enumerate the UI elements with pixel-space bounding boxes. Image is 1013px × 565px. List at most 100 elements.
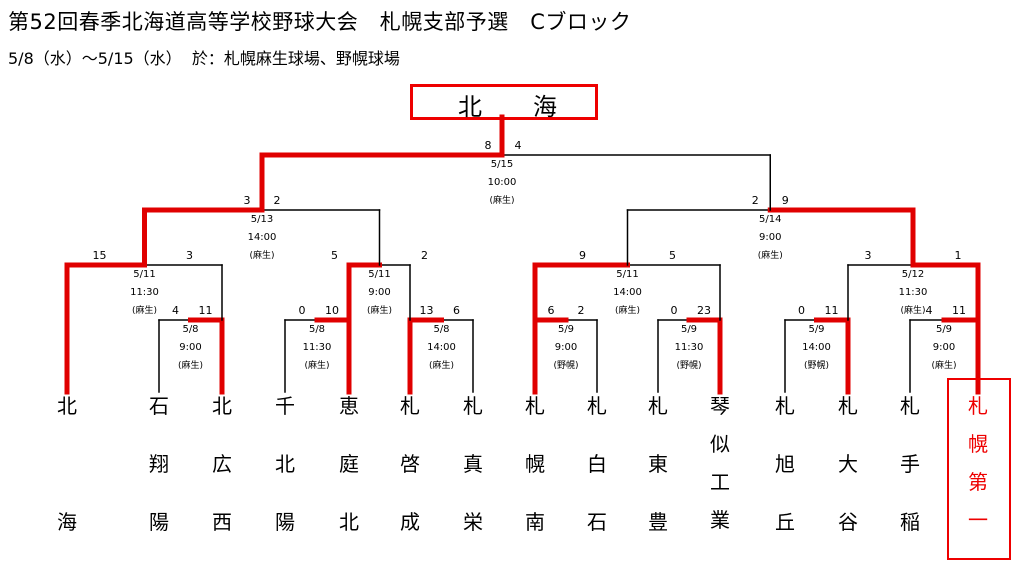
game-venue: (野幌) [676,361,702,371]
team-name-char: 札 [463,394,483,418]
game-time: 9:00 [932,342,956,353]
team-name-char: 稲 [900,510,920,534]
team-7: 札真栄 [451,396,495,532]
game-venue: (野幌) [553,361,579,371]
team-name-char: 札 [400,394,420,418]
team-15: 札幌第一 [956,396,1000,530]
team-name-char: 石 [149,394,169,418]
game-time: 9:00 [179,342,202,353]
game-time: 11:30 [674,342,704,353]
team-name-char: 一 [968,508,988,532]
page-title: 第52回春季北海道高等学校野球大会 札幌支部予選 Cブロック [8,10,632,34]
game-date: 5/11 [616,269,639,280]
team-6: 札啓成 [388,396,432,532]
team-name-char: 海 [57,510,77,534]
game-venue: (野幌) [803,361,830,371]
team-name-char: 白 [587,452,607,476]
game-date: 5/9 [557,324,575,335]
game-venue: (麻生) [304,361,330,371]
game-date: 5/13 [250,214,274,225]
team-name-char: 丘 [775,510,795,534]
team-name-char: 札 [900,394,920,418]
team-name-char: 北 [212,394,232,418]
game-date: 5/9 [935,324,953,335]
r1-left-score: 6 [547,304,555,317]
team-name-char: 陽 [275,510,295,534]
team-name-char: 西 [212,510,232,534]
team-name-char: 第 [968,470,988,494]
game-venue: (麻生) [428,361,455,371]
team-name-char: 石 [587,510,607,534]
team-12: 札旭丘 [763,396,807,532]
game-time: 9:00 [368,287,391,298]
team-name-char: 真 [463,452,483,476]
r1-right-score: 23 [697,304,711,317]
game-time: 11:30 [898,287,928,298]
team-5: 恵庭北 [327,396,371,532]
r2-left-score: 15 [92,249,107,262]
team-name-char: 札 [587,394,607,418]
team-name-char: 翔 [149,452,169,476]
r1-right-score: 11 [952,304,966,317]
game-date: 5/11 [133,269,156,280]
game-time: 11:30 [302,342,332,353]
r1-game-info: 5/9 9:00 (麻生) [909,321,979,375]
r2-game-info: 5/11 11:30 (麻生) [110,266,180,320]
r1-right-score: 11 [198,304,213,317]
r1-left-score: 4 [172,304,179,317]
team-name-char: 工 [710,470,730,494]
r1-left-score: 0 [670,304,678,317]
team-name-char: 琴 [710,394,730,418]
game-venue: (麻生) [249,251,275,261]
team-name-char: 千 [275,394,295,418]
r3-left-score: 2 [751,194,759,207]
team-name-char: 陽 [149,510,169,534]
r2-left-score: 9 [579,249,586,262]
team-name-char: 手 [900,452,920,476]
team-name-char: 幌 [525,452,545,476]
team-1: 北海 [45,396,89,532]
team-name-char: 札 [968,394,988,418]
team-3: 北広西 [200,396,244,532]
team-9: 札白石 [575,396,619,532]
team-name-char: 札 [648,394,668,418]
game-date: 5/8 [433,324,450,335]
r2-right-score: 3 [186,249,193,262]
game-venue: (麻生) [931,361,957,371]
team-name-char: 広 [212,452,232,476]
final-left-score: 8 [484,139,492,152]
r1-right-score: 10 [325,304,339,317]
team-8: 札幌南 [513,396,557,532]
team-name-char: 似 [710,432,730,456]
game-time: 11:30 [130,287,159,298]
game-time: 14:00 [427,342,456,353]
team-name-char: 庭 [339,452,359,476]
game-date: 5/9 [808,324,825,335]
team-name-char: 北 [57,394,77,418]
game-venue: (麻生) [366,306,393,316]
game-date: 5/14 [759,214,782,225]
team-14: 札手稲 [888,396,932,532]
r2-left-score: 3 [864,249,872,262]
r2-right-score: 2 [421,249,428,262]
team-name-char: 札 [525,394,545,418]
r1-left-score: 0 [298,304,306,317]
game-venue: (麻生) [757,251,783,261]
game-venue: (麻生) [131,306,158,316]
team-13: 札大谷 [826,396,870,532]
r3-game-info: 5/13 14:00 (麻生) [227,211,297,265]
team-2: 石翔陽 [137,396,181,532]
r2-left-score: 5 [331,249,338,262]
game-time: 14:00 [247,232,277,243]
r3-right-score: 9 [781,194,789,207]
game-time: 14:00 [613,287,642,298]
team-name-char: 恵 [339,394,359,418]
